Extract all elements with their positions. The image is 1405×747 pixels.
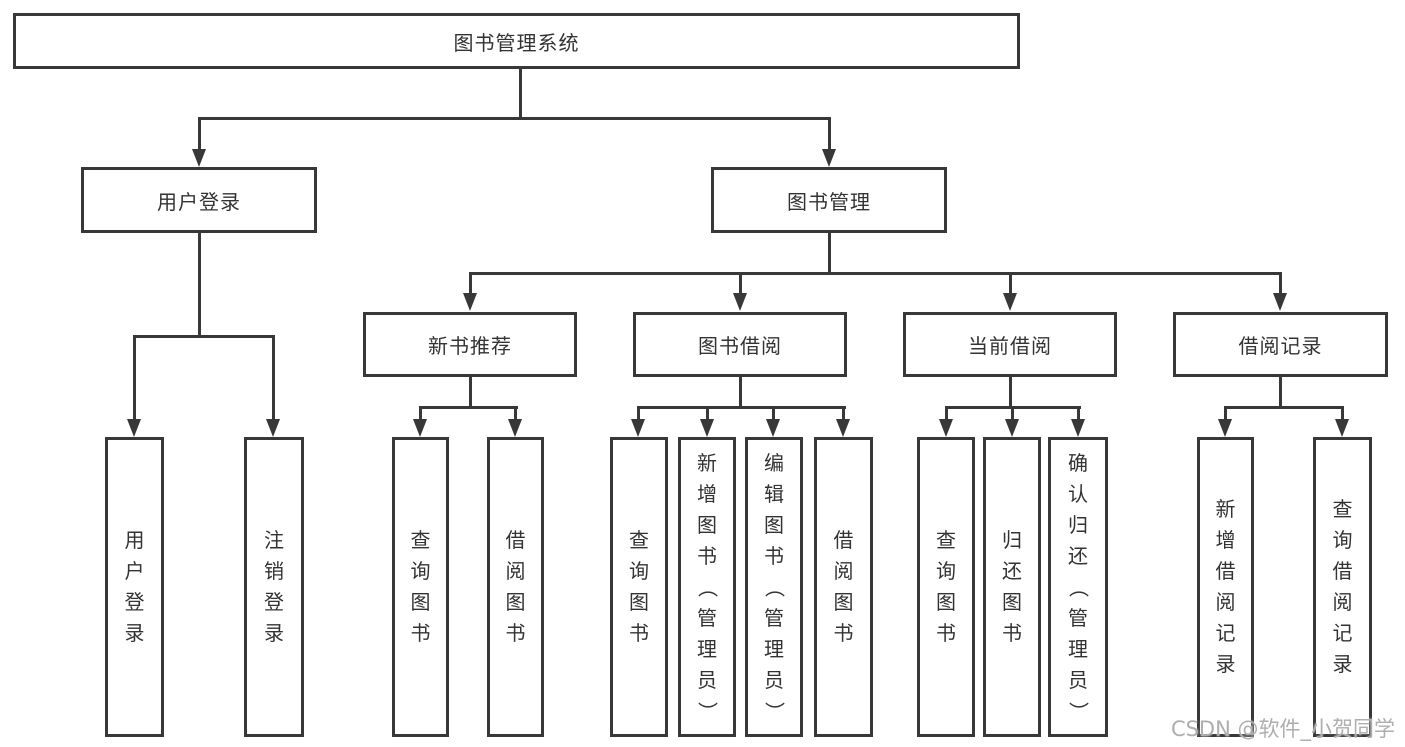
connector-stem [772, 406, 775, 423]
connector-stem [198, 233, 201, 338]
connector-stem [945, 406, 948, 423]
arrow-down-icon [1071, 419, 1085, 437]
connector-login-bus [133, 335, 275, 338]
arrow-down-icon [733, 293, 747, 311]
leaf-edit-books-admin: 编辑图书（管理员） [745, 437, 803, 737]
leaf-return-books: 归还图书 [983, 437, 1041, 737]
connector-bus [637, 406, 846, 409]
leaf-query-books-2: 查询图书 [610, 437, 668, 737]
arrow-down-icon [700, 419, 714, 437]
arrow-down-icon [508, 419, 522, 437]
connector-stem [1009, 377, 1012, 409]
node-borrow-records: 借阅记录 [1173, 312, 1388, 377]
connector-stem [1224, 406, 1227, 423]
arrow-down-icon [127, 419, 141, 437]
node-book-management: 图书管理 [711, 167, 947, 233]
arrow-down-icon [1273, 293, 1287, 311]
connector-stem [198, 117, 201, 153]
connector-stem [739, 272, 742, 296]
arrow-down-icon [463, 293, 477, 311]
connector-root-stem [519, 69, 522, 119]
connector-stem [828, 117, 831, 153]
node-user-login: 用户登录 [81, 167, 317, 233]
arrow-down-icon [1005, 419, 1019, 437]
leaf-query-borrow-record: 查询借阅记录 [1313, 437, 1372, 737]
node-book-borrow: 图书借阅 [633, 312, 847, 377]
arrow-down-icon [1218, 419, 1232, 437]
connector-bus [419, 406, 518, 409]
connector-stem [842, 406, 845, 423]
arrow-down-icon [192, 149, 206, 167]
connector-stem [419, 406, 422, 423]
connector-stem [1279, 272, 1282, 296]
connector-stem [1077, 406, 1080, 423]
leaf-user-login: 用户登录 [105, 437, 164, 737]
connector-stem [1009, 272, 1012, 296]
node-root-library-system: 图书管理系统 [13, 13, 1020, 69]
connector-stem [1279, 377, 1282, 409]
node-current-borrow: 当前借阅 [903, 312, 1117, 377]
arrow-down-icon [1335, 419, 1349, 437]
leaf-add-books-admin: 新增图书（管理员） [678, 437, 736, 737]
arrow-down-icon [1003, 293, 1017, 311]
connector-stem [1011, 406, 1014, 423]
leaf-confirm-return-admin: 确认归还（管理员） [1048, 437, 1108, 737]
leaf-query-books-3: 查询图书 [917, 437, 975, 737]
connector-bus [1224, 406, 1344, 409]
connector-stem [469, 272, 472, 296]
arrow-down-icon [266, 419, 280, 437]
connector-stem [828, 233, 831, 274]
connector-stem [739, 377, 742, 409]
csdn-watermark: CSDN @软件_小贺同学 [1170, 717, 1395, 741]
connector-stem [272, 335, 275, 423]
connector-stem [469, 377, 472, 409]
connector-stem [1341, 406, 1344, 423]
connector-stem [133, 335, 136, 423]
arrow-down-icon [822, 149, 836, 167]
leaf-borrow-books-2: 借阅图书 [814, 437, 873, 737]
connector-stem [514, 406, 517, 423]
connector-stem [706, 406, 709, 423]
arrow-down-icon [766, 419, 780, 437]
node-new-book-recommend: 新书推荐 [363, 312, 577, 377]
arrow-down-icon [631, 419, 645, 437]
connector-level2-bus [198, 117, 831, 120]
connector-stem [637, 406, 640, 423]
arrow-down-icon [939, 419, 953, 437]
leaf-add-borrow-record: 新增借阅记录 [1197, 437, 1254, 737]
connector-level3-bus [469, 272, 1282, 275]
arrow-down-icon [413, 419, 427, 437]
leaf-borrow-books-1: 借阅图书 [487, 437, 544, 737]
leaf-query-books-1: 查询图书 [392, 437, 449, 737]
leaf-logout: 注销登录 [244, 437, 304, 737]
arrow-down-icon [836, 419, 850, 437]
